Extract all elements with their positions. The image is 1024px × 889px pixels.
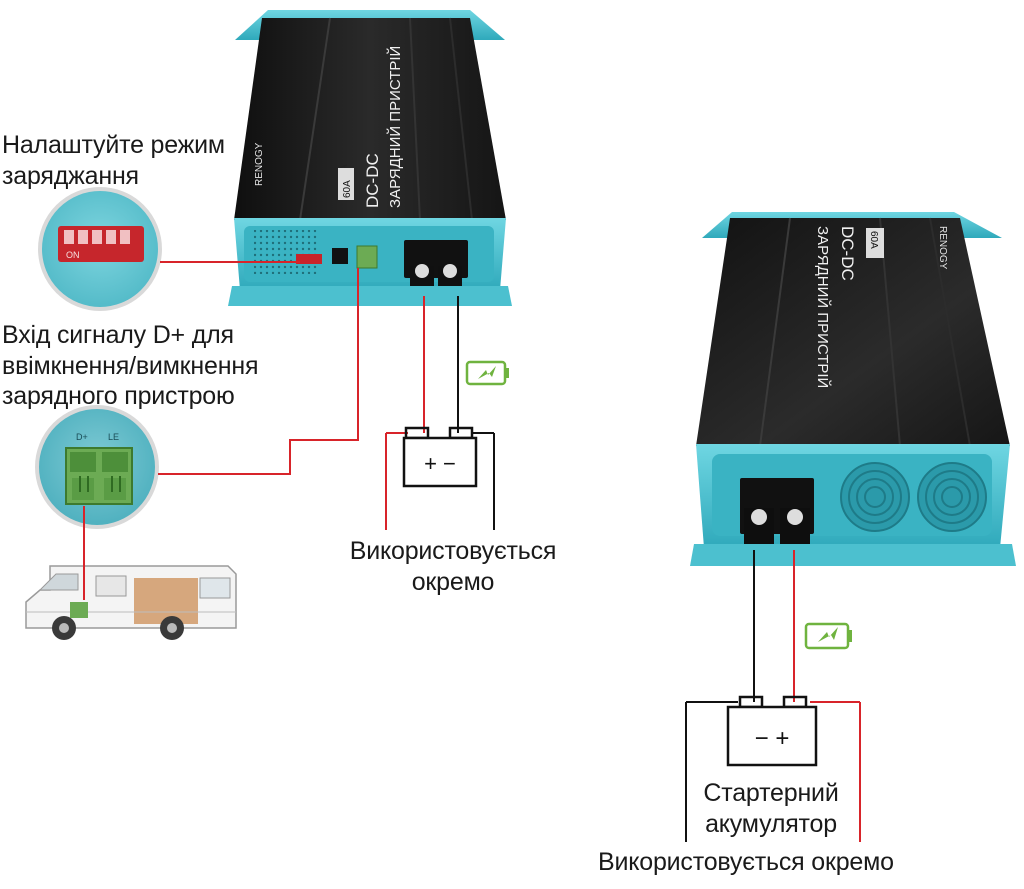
- used-separately-bottom-label: Використовується окремо: [598, 847, 894, 878]
- d-plus-signal-label-line3: зарядного пристрою: [2, 382, 235, 410]
- used-separately-left-line2: окремо: [411, 567, 495, 596]
- terminal-label-le: LE: [108, 432, 119, 442]
- d-plus-signal-label-line1: Вхід сигналу D+ для: [2, 321, 234, 349]
- device-rating-text: 60A: [342, 180, 353, 198]
- right-device-title-line2: ЗАРЯДНИЙ ПРИСТРІЙ: [814, 226, 832, 388]
- battery-left-signs: + −: [424, 451, 456, 476]
- camper-van-icon: [25, 565, 237, 640]
- d-plus-signal-label: Вхід сигналу D+ для ввімкнення/вимкнення…: [2, 320, 258, 412]
- service-battery-icon: + −: [402, 426, 478, 488]
- device-title-line1: DC-DC: [363, 153, 382, 208]
- right-device-brand: RENOGY: [937, 226, 948, 270]
- charge-mode-label: Налаштуйте режим заряджання: [2, 130, 225, 191]
- starter-battery-line1: Стартерний: [703, 779, 839, 807]
- d-plus-signal-label-line2: ввімкнення/вимкнення: [2, 351, 259, 380]
- left-wiring: [83, 261, 495, 600]
- dip-switch-callout: ON: [38, 187, 162, 311]
- starter-battery-icon: − +: [726, 695, 818, 767]
- device-brand: RENOGY: [254, 142, 265, 186]
- d-plus-terminal-callout: D+ LE: [35, 405, 159, 529]
- right-charger: 60A DC-DC ЗАРЯДНИЙ ПРИСТРІЙ RENOGY: [690, 212, 1016, 566]
- charge-mode-label-line2: заряджання: [2, 161, 139, 190]
- starter-battery-line2: акумулятор: [705, 809, 837, 838]
- left-charger: 60A 60A DC-DC ЗАРЯДНИЙ ПРИСТРІЙ RENOGY: [228, 10, 512, 306]
- terminal-label-d-plus: D+: [76, 432, 88, 442]
- used-separately-left-line1: Використовується: [349, 537, 557, 565]
- dip-switch-on-text: ON: [66, 250, 80, 260]
- charge-mode-label-line1: Налаштуйте режим: [2, 131, 225, 159]
- right-device-title-line1: DC-DC: [838, 226, 857, 281]
- used-separately-left-label: Використовується окремо: [330, 536, 576, 597]
- device-title-line2: ЗАРЯДНИЙ ПРИСТРІЙ: [386, 46, 404, 208]
- charging-icon-right: [804, 622, 852, 650]
- right-wiring: [685, 550, 861, 842]
- battery-right-signs: − +: [755, 725, 790, 752]
- charging-icon: [465, 360, 509, 386]
- right-device-rating: 60A: [868, 231, 879, 249]
- used-separately-bottom-text: Використовується окремо: [598, 848, 894, 876]
- starter-battery-label: Стартерний акумулятор: [676, 778, 866, 839]
